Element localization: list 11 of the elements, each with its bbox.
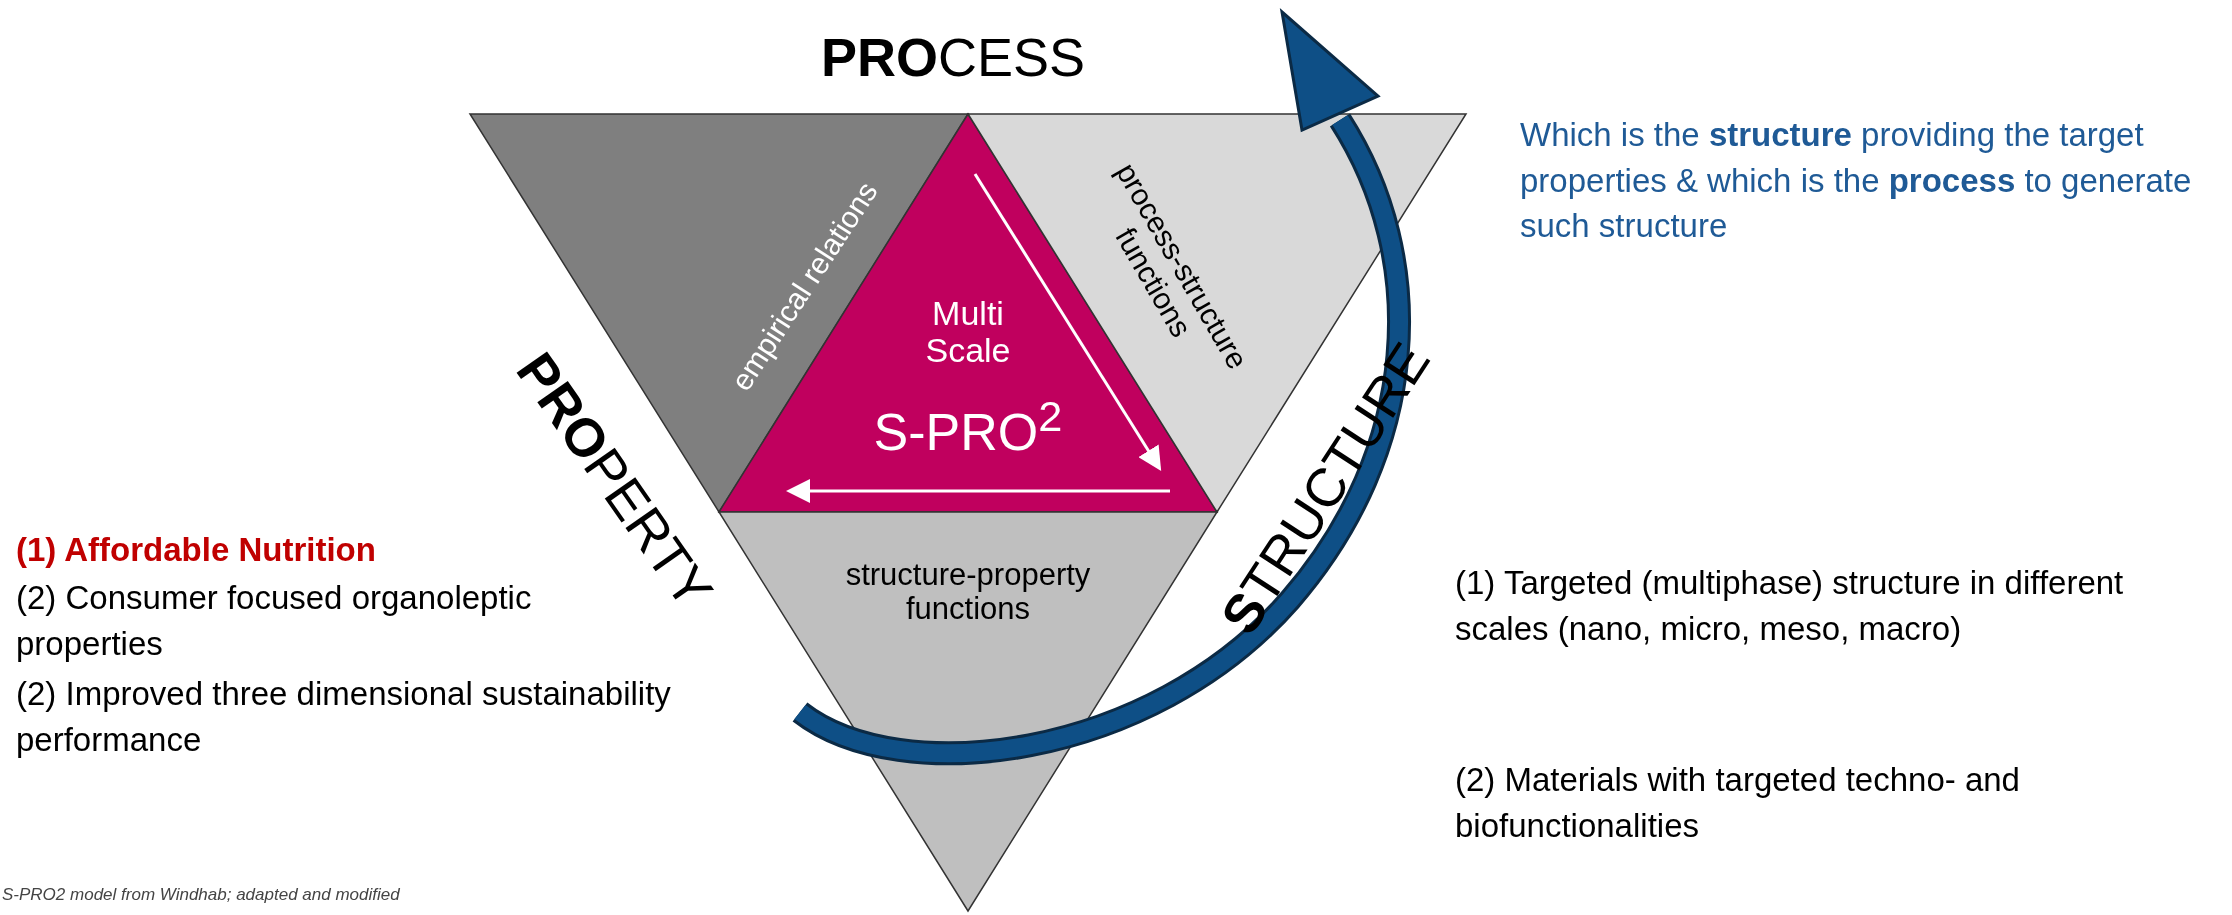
list-item: (2) Materials with targeted techno- and biofunctionalities xyxy=(1455,760,2021,846)
caption: S-PRO2 model from Windhab; adapted and modified xyxy=(2,885,400,905)
list-item: (1) Targeted (multiphase) structure in different scales (nano, micro, meso, macro) xyxy=(1455,563,2125,649)
list-item: (2) Improved three dimensional sustainability performance xyxy=(16,674,672,760)
list-item: (2) Consumer focused organoleptic properties xyxy=(16,578,533,664)
segment-label: Multi Scale xyxy=(924,294,1012,370)
triangle-segment xyxy=(719,512,1217,911)
segment-label: S-PRO$^{2}$ xyxy=(872,393,1064,461)
axis-title: PROCESS xyxy=(820,30,1086,84)
segment-label: structure-property functions xyxy=(844,557,1092,627)
question-text: Which is the structure providing the target properties & which is the process to generate such structure xyxy=(1520,115,2193,247)
